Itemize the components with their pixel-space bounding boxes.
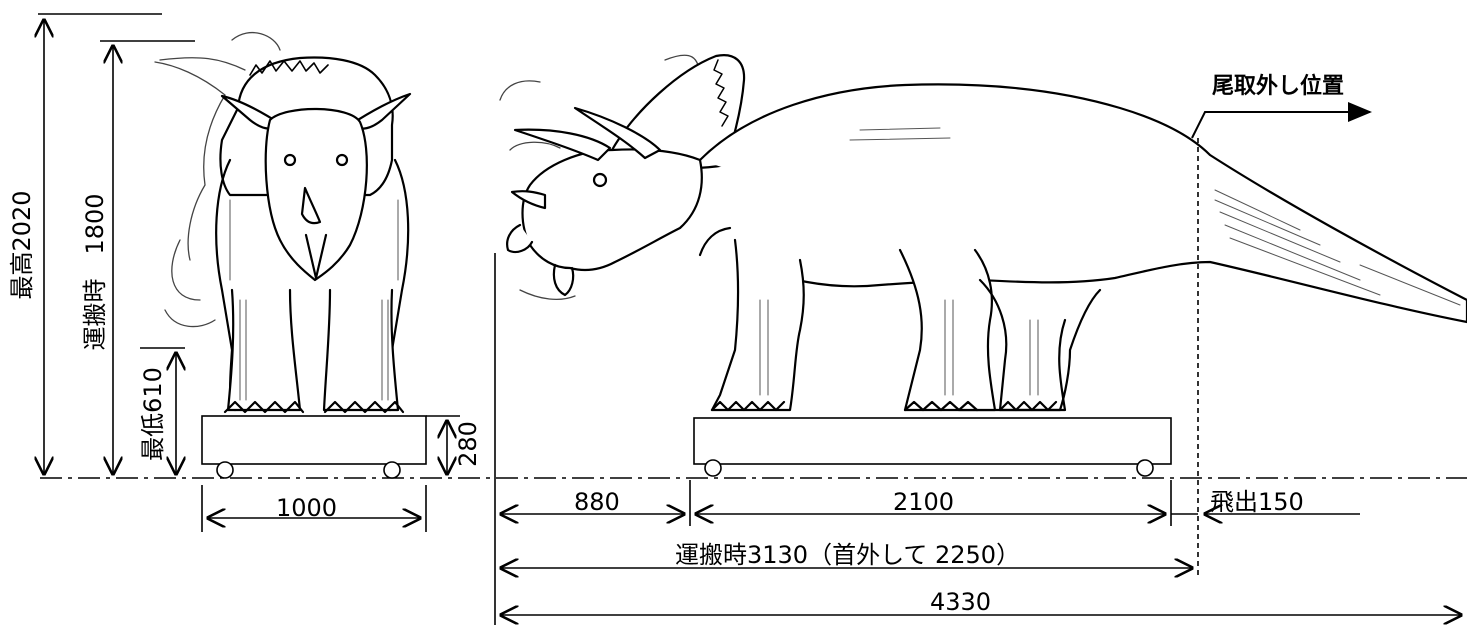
max-height-label: 最高2020 — [8, 190, 36, 300]
side-wheel-left — [704, 459, 722, 477]
side-wheel-right — [1136, 459, 1154, 477]
base-height-label: 280 — [454, 421, 482, 467]
front-view-triceratops — [154, 31, 412, 414]
tail-overhang-label: 飛出150 — [1210, 488, 1304, 516]
tail-detach-label: 尾取外し位置 — [1212, 74, 1345, 99]
front-wheel-right — [383, 461, 401, 479]
transport-height-label: 運搬時 1800 — [81, 193, 109, 351]
total-length-label: 4330 — [930, 588, 992, 616]
front-width-label: 1000 — [276, 494, 338, 522]
front-wheel-left — [216, 461, 234, 479]
min-height-label: 最低610 — [139, 367, 167, 461]
side-base — [693, 417, 1172, 465]
base-length-label: 2100 — [893, 488, 955, 516]
side-view-triceratops — [499, 54, 1467, 412]
transport-length-label: 運搬時3130（首外して 2250） — [675, 541, 1021, 569]
head-overhang-label: 880 — [574, 488, 620, 516]
front-base — [201, 415, 427, 465]
tail-detach-pointer — [1191, 102, 1372, 139]
